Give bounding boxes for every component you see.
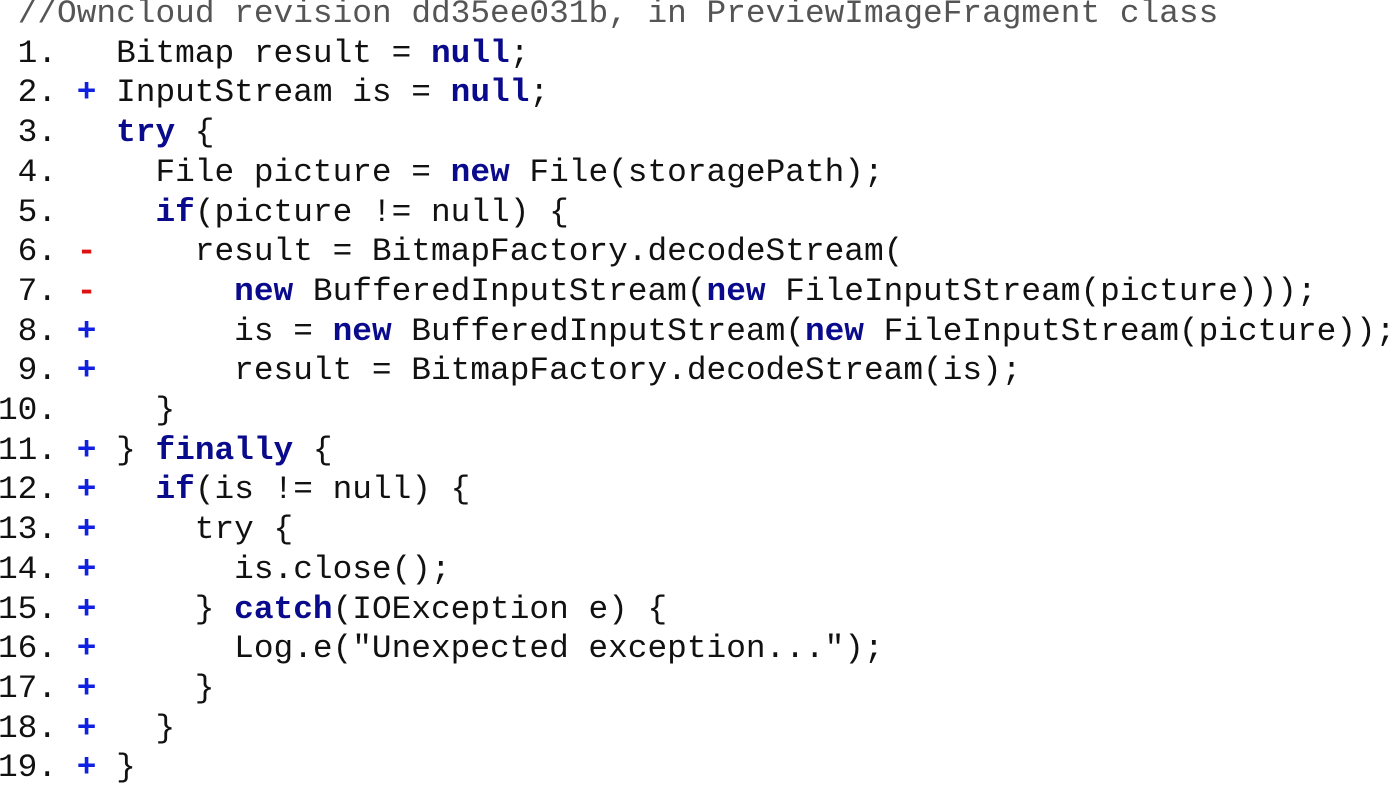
line-number: 13. xyxy=(0,511,58,549)
code-line: 5. if(picture != null) { xyxy=(0,193,569,233)
code-line: 6. - result = BitmapFactory.decodeStream… xyxy=(0,232,904,272)
added-line-marker: + xyxy=(76,709,97,747)
line-number: 14. xyxy=(0,550,58,588)
code-text xyxy=(116,471,155,508)
line-number: 4. xyxy=(17,153,58,191)
code-text: BufferedInputStream( xyxy=(293,272,707,310)
added-line-marker: + xyxy=(76,550,97,588)
code-line: 13. + try { xyxy=(0,510,293,550)
line-number: 16. xyxy=(0,630,58,668)
code-text: FileInputStream(picture)); xyxy=(863,312,1391,350)
code-keyword: if xyxy=(155,193,195,231)
code-text: BufferedInputStream( xyxy=(391,312,805,350)
line-number: 12. xyxy=(0,471,58,509)
line-number: 3. xyxy=(17,114,58,152)
line-number: 9. xyxy=(17,352,58,390)
code-text: (IOException e) { xyxy=(332,590,668,628)
line-number: 11. xyxy=(0,431,58,469)
code-text: (picture != null) { xyxy=(194,193,569,231)
code-text: is.close(); xyxy=(116,550,451,588)
comment-text: //Owncloud revision dd35ee031b, in Previ… xyxy=(17,0,1219,32)
code-text: FileInputStream(picture))); xyxy=(765,272,1317,310)
removed-line-marker: - xyxy=(76,272,97,310)
added-line-marker: + xyxy=(76,630,97,668)
code-keyword: new xyxy=(234,272,294,310)
code-text: Log.e("Unexpected exception..."); xyxy=(116,630,884,668)
code-line: 19. + } xyxy=(0,748,136,788)
code-text xyxy=(116,273,234,310)
code-line: 1. Bitmap result = null; xyxy=(0,34,530,74)
code-text: ; xyxy=(509,34,530,72)
added-line-marker: + xyxy=(76,74,97,112)
code-line: 10. } xyxy=(0,391,175,431)
code-text: (is != null) { xyxy=(194,471,471,509)
code-text: { xyxy=(293,431,333,469)
added-line-marker: + xyxy=(76,749,97,787)
code-text: is = xyxy=(116,312,333,350)
code-text: Bitmap result = xyxy=(116,34,431,72)
code-keyword: if xyxy=(155,471,195,509)
line-number: 2. xyxy=(17,74,58,112)
line-number: 5. xyxy=(17,193,58,231)
line-number: 6. xyxy=(17,233,58,271)
code-text: ; xyxy=(529,74,550,112)
line-number: 18. xyxy=(0,709,58,747)
code-keyword: finally xyxy=(155,431,294,469)
code-line: 18. + } xyxy=(0,709,175,749)
line-number: 15. xyxy=(0,590,58,628)
code-line: 16. + Log.e("Unexpected exception..."); xyxy=(0,629,884,669)
code-text: } xyxy=(116,749,136,787)
code-line: 12. + if(is != null) { xyxy=(0,470,470,510)
code-text: } xyxy=(116,431,156,469)
code-text: } xyxy=(116,392,176,429)
added-line-marker: + xyxy=(76,669,97,707)
code-line: 7. - new BufferedInputStream(new FileInp… xyxy=(0,272,1317,312)
code-line: 8. + is = new BufferedInputStream(new Fi… xyxy=(0,312,1391,352)
code-text: result = BitmapFactory.decodeStream(is); xyxy=(116,352,1022,390)
line-number: 17. xyxy=(0,669,58,707)
code-line: 15. + } catch(IOException e) { xyxy=(0,590,667,630)
code-line: 17. + } xyxy=(0,669,215,709)
removed-line-marker: - xyxy=(76,233,97,271)
code-keyword: null xyxy=(430,34,510,72)
line-number: 8. xyxy=(17,312,58,350)
code-keyword: new xyxy=(450,153,510,191)
code-line: 2. + InputStream is = null; xyxy=(0,73,549,113)
line-number: 10. xyxy=(0,392,58,429)
added-line-marker: + xyxy=(76,312,97,350)
added-line-marker: + xyxy=(76,511,97,549)
added-line-marker: + xyxy=(76,352,97,390)
code-line: 14. + is.close(); xyxy=(0,550,451,590)
code-text: } xyxy=(116,709,176,747)
line-number: 19. xyxy=(0,749,58,787)
code-keyword: try xyxy=(116,114,176,152)
comment-indent xyxy=(0,0,18,32)
code-keyword: new xyxy=(804,312,864,350)
line-number: 7. xyxy=(17,272,58,310)
code-text: File(storagePath); xyxy=(509,153,884,191)
code-text xyxy=(116,194,155,231)
added-line-marker: + xyxy=(76,471,97,509)
code-keyword: new xyxy=(332,312,392,350)
code-keyword: new xyxy=(706,272,766,310)
code-text: File picture = xyxy=(116,153,451,191)
code-text: } xyxy=(116,669,215,707)
line-number: 1. xyxy=(17,34,58,72)
code-text: InputStream is = xyxy=(116,74,451,112)
code-line: 4. File picture = new File(storagePath); xyxy=(0,153,884,193)
code-line: 9. + result = BitmapFactory.decodeStream… xyxy=(0,351,1022,391)
code-text: result = BitmapFactory.decodeStream( xyxy=(116,233,904,271)
code-text: { xyxy=(175,114,215,152)
added-line-marker: + xyxy=(76,431,97,469)
code-keyword: catch xyxy=(234,590,333,628)
code-line: 3. try { xyxy=(0,113,215,153)
code-text: try { xyxy=(116,511,294,549)
code-keyword: null xyxy=(450,74,530,112)
added-line-marker: + xyxy=(76,590,97,628)
code-comment: //Owncloud revision dd35ee031b, in Previ… xyxy=(0,0,1219,34)
code-line: 11. + } finally { xyxy=(0,431,333,471)
code-text: } xyxy=(116,590,235,628)
